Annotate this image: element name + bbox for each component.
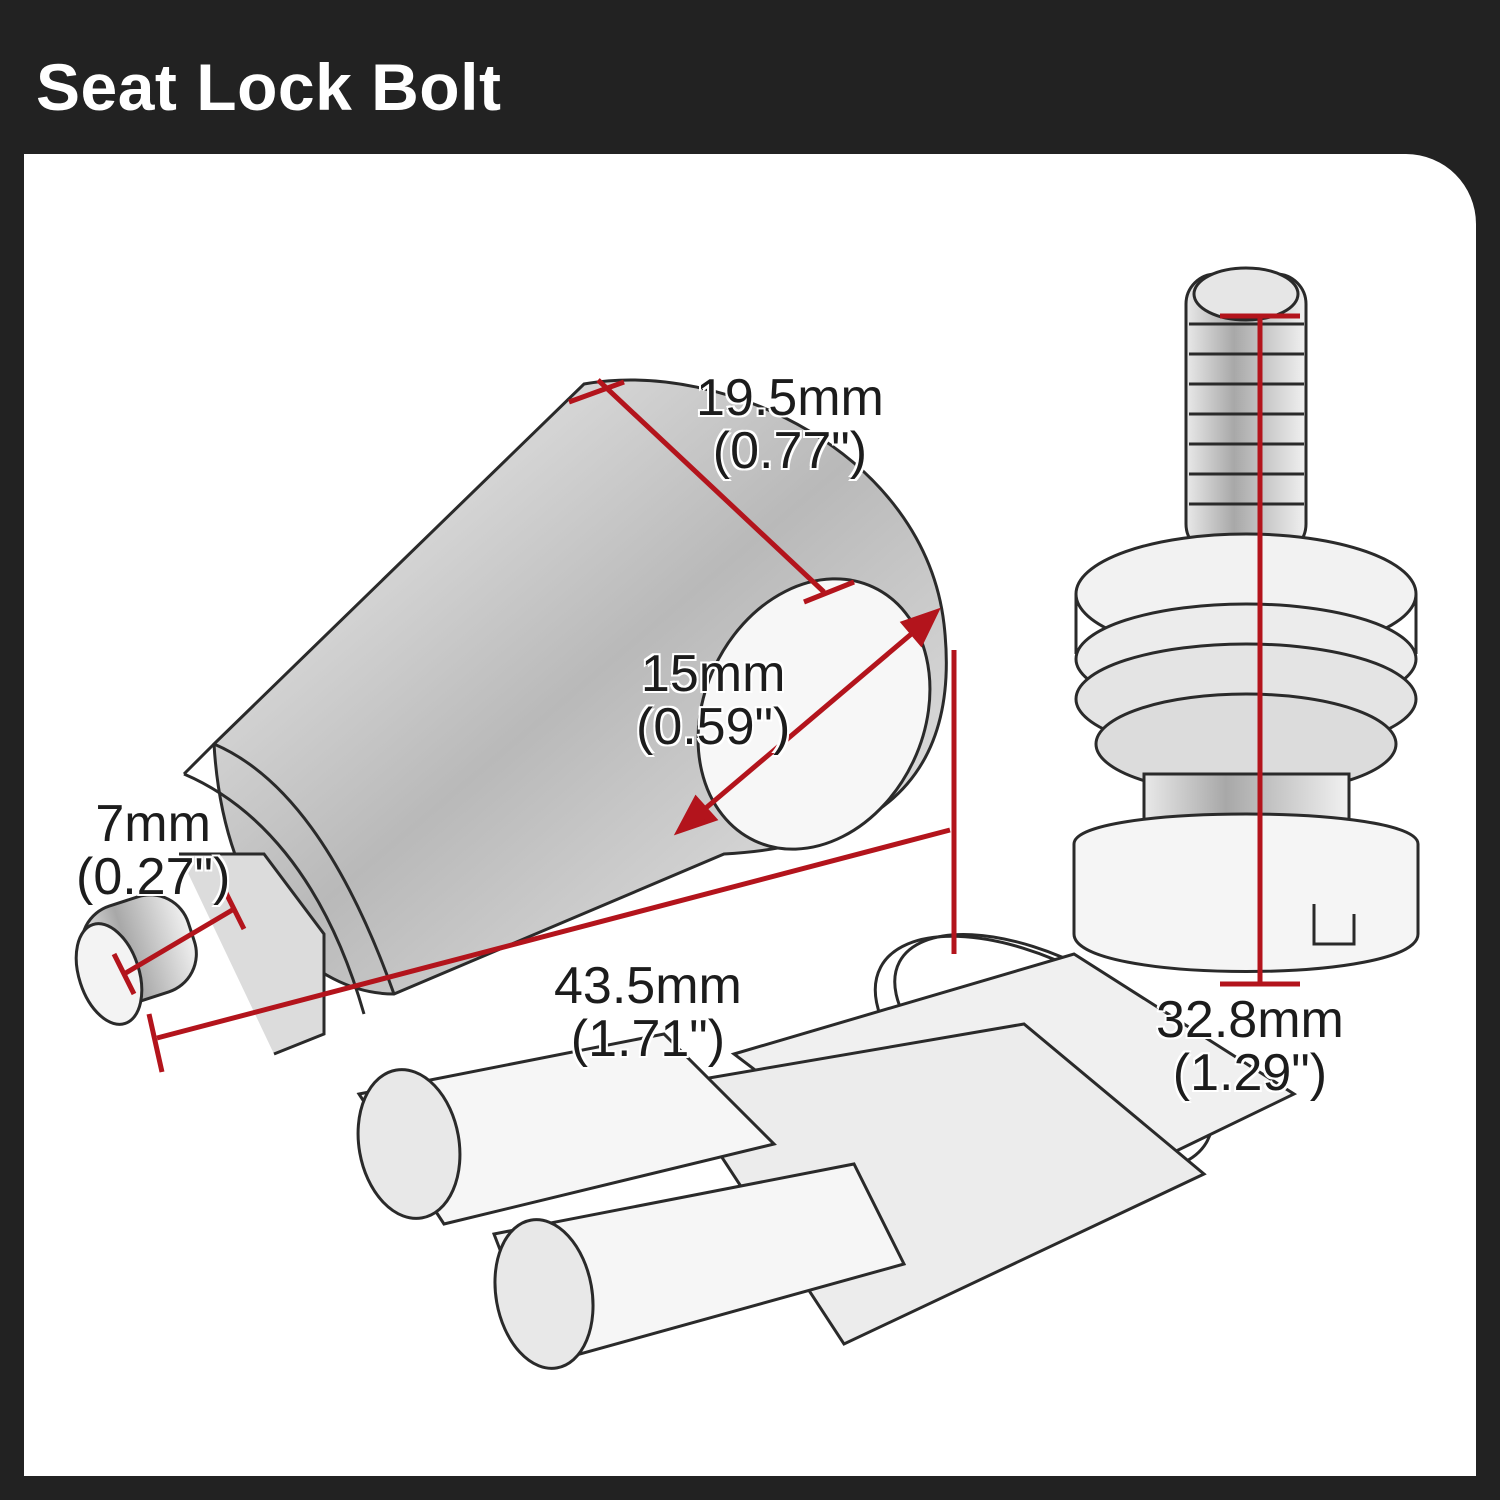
lock-cylinder xyxy=(74,378,948,1056)
dimension-label-32-8mm: 32.8mm (1.29") xyxy=(1156,991,1344,1103)
dimension-label-19-5mm: 19.5mm (0.77") xyxy=(696,369,884,481)
key-set xyxy=(356,932,1298,1370)
threaded-bolt xyxy=(1072,266,1420,973)
dimension-line-43-5mm xyxy=(156,827,951,1041)
product-drawing xyxy=(74,266,1420,1370)
dimension-line-15mm xyxy=(685,617,931,826)
dimension-label-15mm: 15mm (0.59") xyxy=(636,645,791,757)
dimension-label-43-5mm: 43.5mm (1.71") xyxy=(554,957,742,1069)
dimension-line-7mm xyxy=(122,906,236,977)
dimension-lines xyxy=(111,313,1300,1073)
dimension-line-19-5mm xyxy=(596,378,826,594)
page-title: Seat Lock Bolt xyxy=(36,50,502,124)
diagram-panel: 19.5mm (0.77") 15mm (0.59") 7mm (0.27") … xyxy=(24,154,1476,1476)
dimension-label-7mm: 7mm (0.27") xyxy=(76,795,231,907)
